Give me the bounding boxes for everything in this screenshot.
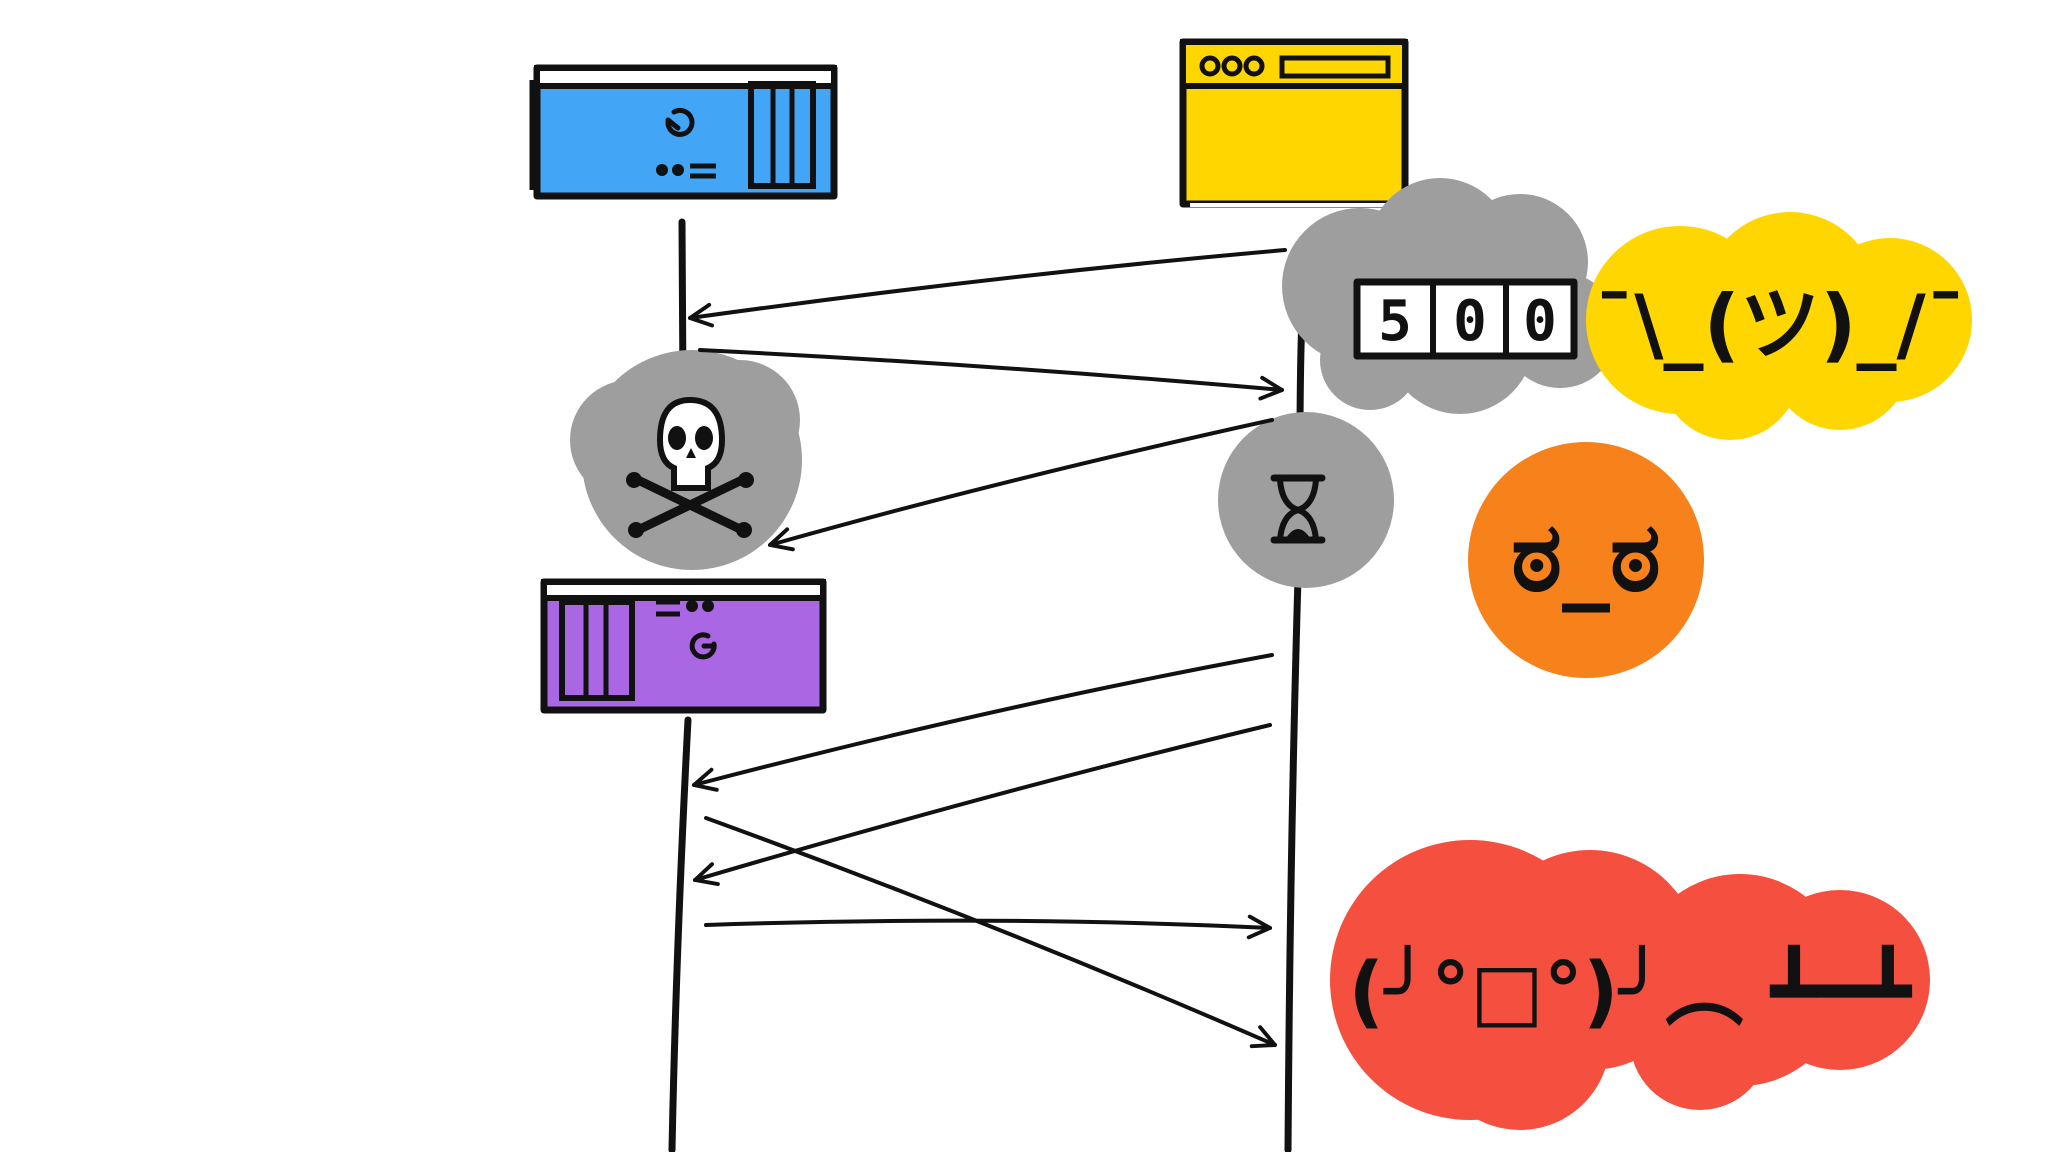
arrow-request-1 xyxy=(688,248,1287,328)
error-digit-2: 0 xyxy=(1453,289,1487,354)
hourglass-icon xyxy=(1270,474,1326,544)
error-digit-1: 5 xyxy=(1378,289,1412,354)
power-icon xyxy=(689,632,717,660)
browser-window-icon xyxy=(1179,38,1409,208)
server-1-box xyxy=(529,64,838,200)
power-icon xyxy=(665,107,695,137)
drive-bay-icon xyxy=(559,599,635,701)
arrow-request-3 xyxy=(692,653,1274,792)
shrug-reaction: ¯\_(ツ)_/¯ xyxy=(1586,212,1972,440)
disapproval-emoticon: ಠ_ಠ xyxy=(1511,501,1661,613)
error-code-display: 5 0 0 xyxy=(1353,278,1578,360)
table-flip-reaction: (╯°□°)╯︵ ┻━┻ xyxy=(1330,840,1930,1130)
table-flip-emoticon: (╯°□°)╯︵ ┻━┻ xyxy=(1349,944,1913,1037)
status-dots-icon xyxy=(656,163,716,179)
arrow-response-2 xyxy=(704,816,1277,1049)
arrow-response-3 xyxy=(704,914,1272,940)
skull-crossbones-icon xyxy=(626,396,754,538)
status-dots-icon xyxy=(656,599,714,617)
message-arrows xyxy=(688,248,1287,1049)
arrow-response-1 xyxy=(698,348,1284,401)
arrow-request-2 xyxy=(768,418,1274,552)
error-digit-3: 0 xyxy=(1523,289,1557,354)
drive-bay-icon xyxy=(748,81,816,189)
hourglass-cloud xyxy=(1218,412,1394,588)
shrug-emoticon: ¯\_(ツ)_/¯ xyxy=(1594,278,1966,371)
server-2-box xyxy=(540,578,827,714)
disapproval-reaction: ಠ_ಠ xyxy=(1468,442,1704,678)
arrow-request-4 xyxy=(693,723,1272,887)
